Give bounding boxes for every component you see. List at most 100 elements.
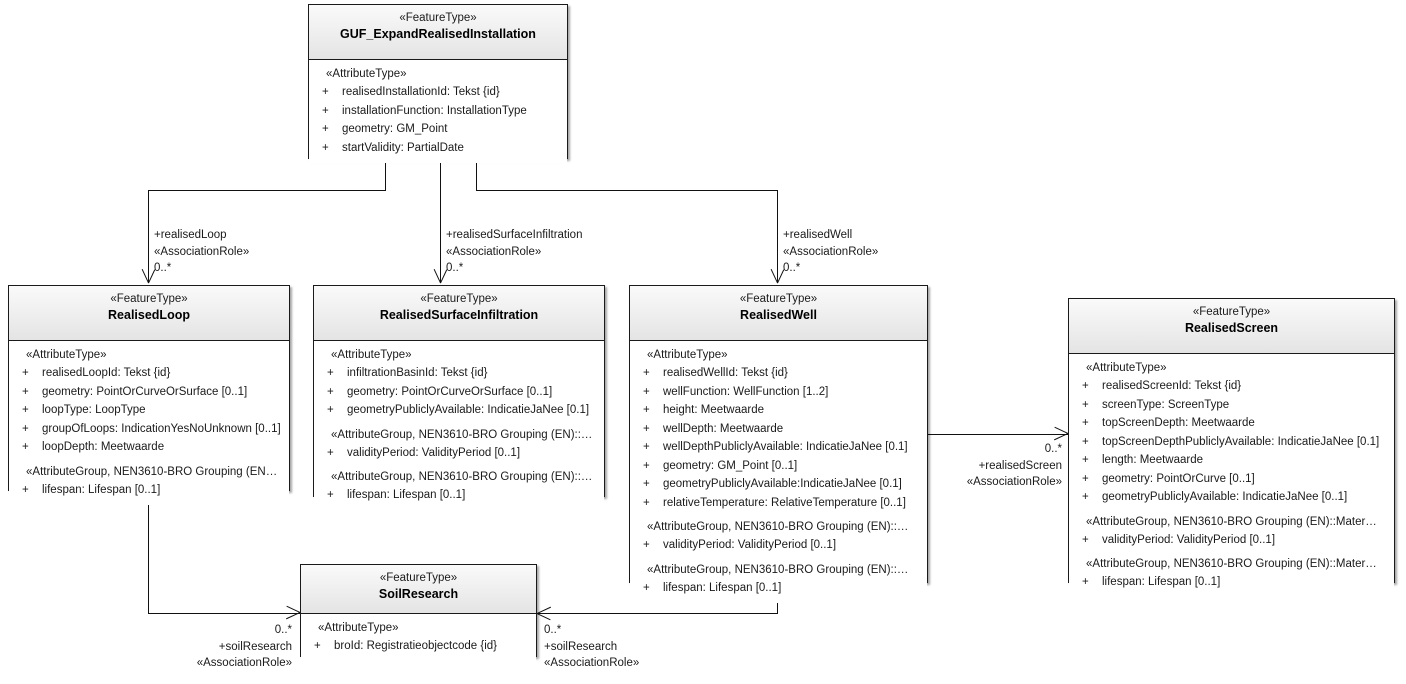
attribute-row: +screenType: ScreenType: [1069, 396, 1394, 415]
attribute-row: +geometry: PointOrCurveOrSurface [0..1]: [314, 383, 604, 402]
association-multiplicity-soilresearch-loop: 0..*: [274, 624, 292, 636]
attribute-text: startValidity: PartialDate: [342, 141, 464, 154]
visibility-marker: +: [327, 404, 334, 416]
attribute-text: realisedScreenId: Tekst {id}: [1102, 380, 1242, 392]
class-realisedscreen[interactable]: «FeatureType» RealisedScreen «AttributeT…: [1068, 298, 1395, 598]
attribute-text: validityPeriod: ValidityPeriod [0..1]: [1102, 533, 1276, 546]
attribute-text: topScreenDepth: Meetwaarde: [1102, 417, 1255, 429]
attribute-text: geometryPubliclyAvailable: IndicatieJaNe…: [1102, 491, 1348, 503]
attribute-row: +geometry: GM_Point: [309, 120, 567, 139]
class-body-realisedwell: «AttributeType» +realisedWellId: Tekst {…: [630, 341, 927, 603]
visibility-marker: +: [643, 422, 650, 435]
attribute-row: +lifespan: Lifespan [0..1]: [1069, 573, 1394, 592]
association-label-soilresearch-from-loop: 0..* +soilResearch «AssociationRole»: [120, 622, 292, 672]
visibility-marker: +: [1082, 576, 1089, 588]
association-multiplicity-soilresearch-well: 0..*: [544, 624, 562, 636]
visibility-marker: +: [322, 104, 329, 117]
attribute-row: +height: Meetwaarde: [630, 401, 927, 420]
class-name-guf: GUF_ExpandRealisedInstallation: [340, 27, 536, 41]
class-realisedloop[interactable]: «FeatureType» RealisedLoop «AttributeTyp…: [8, 285, 290, 505]
association-multiplicity-realisedloop: 0..*: [154, 262, 172, 274]
attribute-text: loopDepth: Meetwaarde: [42, 441, 165, 453]
attribute-row: +topScreenDepth: Meetwaarde: [1069, 414, 1394, 433]
visibility-marker: +: [322, 141, 329, 154]
attribute-text: geometry: PointOrCurve [0..1]: [1102, 472, 1255, 485]
attribute-row: + startValidity: PartialDate: [309, 139, 567, 158]
class-stereotype-realisedloop: «FeatureType»: [110, 293, 188, 305]
association-role-realisedwell: +realisedWell: [783, 229, 853, 241]
association-label-realisedscreen: 0..* +realisedScreen «AssociationRole»: [898, 441, 1062, 491]
class-realisedwell[interactable]: «FeatureType» RealisedWell «AttributeTyp…: [629, 285, 928, 603]
class-header-realisedloop: «FeatureType» RealisedLoop: [9, 286, 289, 341]
class-name-soilresearch: SoilResearch: [378, 587, 459, 601]
attribute-row: + realisedLoopId: Tekst {id}: [9, 364, 289, 383]
class-header-realisedwell: «FeatureType» RealisedWell: [630, 286, 927, 341]
visibility-marker: +: [1082, 472, 1089, 485]
association-stereotype-realisedscreen: «AssociationRole»: [966, 476, 1062, 488]
attribute-row: +length: Meetwaarde: [1069, 451, 1394, 470]
class-soilresearch[interactable]: «FeatureType» SoilResearch «AttributeTyp…: [300, 564, 537, 662]
class-stereotype-realisedscreen: «FeatureType»: [1192, 306, 1271, 318]
visibility-marker: +: [643, 385, 650, 398]
attribute-row: +geometryPubliclyAvailable:IndicatieJaNe…: [630, 475, 927, 494]
association-multiplicity-realisedsurfaceinfiltration: 0..*: [446, 262, 464, 274]
attribute-row: +realisedScreenId: Tekst {id}: [1069, 377, 1394, 396]
visibility-marker: +: [322, 86, 329, 98]
class-stereotype-guf: «FeatureType»: [399, 12, 477, 24]
attribute-row: + geometry: PointOrCurve [0..1]: [1069, 470, 1394, 489]
attribute-row: +geometry: GM_Point [0..1]: [630, 457, 927, 476]
class-realisedsurfaceinfiltration[interactable]: «FeatureType» RealisedSurfaceInfiltratio…: [313, 285, 605, 511]
attribute-text: screenType: ScreenType: [1102, 398, 1230, 411]
attribute-text: geometry: GM_Point: [342, 123, 448, 135]
association-label-realisedwell: +realisedWell «AssociationRole» 0..*: [783, 227, 878, 277]
attribute-row: +topScreenDepthPubliclyAvailable: Indica…: [1069, 433, 1394, 452]
attribute-group-label: «AttributeGroup, NEN3610-BRO Grouping (E…: [1086, 515, 1377, 528]
attribute-text: height: Meetwaarde: [663, 404, 765, 416]
attribute-text: infiltrationBasinId: Tekst {id}: [347, 367, 488, 379]
association-multiplicity-realisedscreen: 0..*: [1044, 443, 1062, 455]
visibility-marker: +: [22, 367, 29, 379]
class-name-realisedloop: RealisedLoop: [108, 308, 190, 322]
class-name-realisedwell: RealisedWell: [740, 308, 817, 322]
visibility-marker: +: [643, 496, 650, 509]
class-guf-expandrealisedinstallation[interactable]: «FeatureType» GUF_ExpandRealisedInstalla…: [308, 4, 568, 163]
class-body-soilresearch: «AttributeType» +broId: Registratieobjec…: [301, 614, 536, 662]
association-stereotype-realisedwell: «AssociationRole»: [783, 245, 879, 258]
class-body-realisedloop: «AttributeType» +realisedLoopId: Tekst {…: [9, 341, 289, 505]
visibility-marker: +: [643, 367, 650, 379]
attribute-text: installationFunction: InstallationType: [342, 104, 527, 117]
attribute-row: + realisedWellId: Tekst {id}: [630, 364, 927, 383]
connector-realisedwell-soilresearch-segment-left: [537, 613, 778, 614]
class-stereotype-soilresearch: «FeatureType»: [379, 572, 458, 584]
attribute-text: wellDepth: Meetwaarde: [663, 422, 784, 435]
visibility-marker: +: [643, 441, 650, 453]
attribute-row: +wellDepthPubliclyAvailable: IndicatieJa…: [630, 438, 927, 457]
attribute-group-label: «AttributeType»: [318, 622, 399, 634]
attribute-row: +groupOfLoops: IndicationYesNoUnknown [0…: [9, 420, 289, 439]
association-label-realisedloop: +realisedLoop «AssociationRole» 0..*: [154, 227, 249, 277]
attribute-group-label: «AttributeType»: [1086, 362, 1167, 374]
class-header-soilresearch: «FeatureType» SoilResearch: [301, 565, 536, 614]
association-multiplicity-realisedwell: 0..*: [783, 262, 801, 274]
class-body-realisedsurfaceinfiltration: «AttributeType» + infiltrationBasinId: Te…: [314, 341, 604, 511]
visibility-marker: +: [327, 489, 334, 501]
connector-guf-realisedwell-segment-down2: [777, 190, 778, 283]
association-role-soilresearch-loop: +soilResearch: [218, 640, 292, 653]
attribute-group-label: «AttributeType»: [331, 349, 412, 361]
association-stereotype-realisedsurfaceinfiltration: «AssociationRole»: [446, 245, 542, 258]
attribute-text: validityPeriod: ValidityPeriod [0..1]: [347, 446, 521, 459]
attribute-row: +validityPeriod: ValidityPeriod [0..1]: [630, 536, 927, 555]
attribute-text: geometry: PointOrCurveOrSurface [0..1]: [42, 385, 248, 398]
attribute-group-label: «AttributeGroup, NEN3610-BRO Grouping (E…: [1086, 558, 1377, 570]
attribute-text: realisedLoopId: Tekst {id}: [42, 367, 171, 379]
class-stereotype-realisedsurfaceinfiltration: «FeatureType»: [420, 293, 498, 305]
class-body-realisedscreen: «AttributeType» +realisedScreenId: Tekst…: [1069, 354, 1394, 598]
attribute-text: loopType: LoopType: [42, 404, 146, 416]
attribute-text: realisedWellId: Tekst {id}: [663, 367, 788, 379]
attribute-text: geometryPubliclyAvailable: IndicatieJaNe…: [347, 404, 590, 416]
attribute-group-label: «AttributeGroup, NEN3610-BRO Grouping (E…: [331, 428, 593, 441]
association-stereotype-realisedloop: «AssociationRole»: [154, 245, 250, 258]
connector-realisedloop-soilresearch-segment-down: [148, 491, 149, 613]
attribute-row: +validityPeriod: ValidityPeriod [0..1]: [314, 444, 604, 463]
visibility-marker: +: [643, 478, 650, 490]
